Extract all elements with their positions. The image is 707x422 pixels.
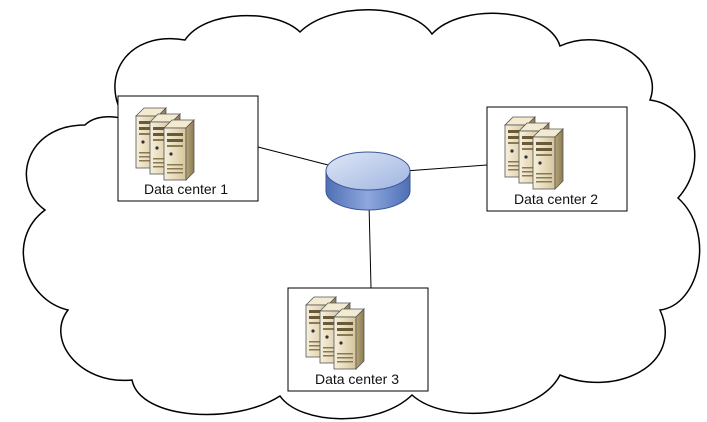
network-hub-icon: [325, 151, 411, 211]
data-center-2-label: Data center 2: [514, 191, 598, 207]
data-center-1-label: Data center 1: [144, 181, 228, 197]
data-center-1: Data center 1: [117, 95, 259, 202]
link-dc1-hub: [257, 146, 333, 167]
link-dc3-hub: [368, 202, 372, 289]
data-center-2: Data center 2: [486, 106, 628, 212]
data-center-3-label: Data center 3: [315, 371, 399, 387]
link-dc2-hub: [404, 164, 488, 172]
data-center-3: Data center 3: [287, 287, 429, 392]
